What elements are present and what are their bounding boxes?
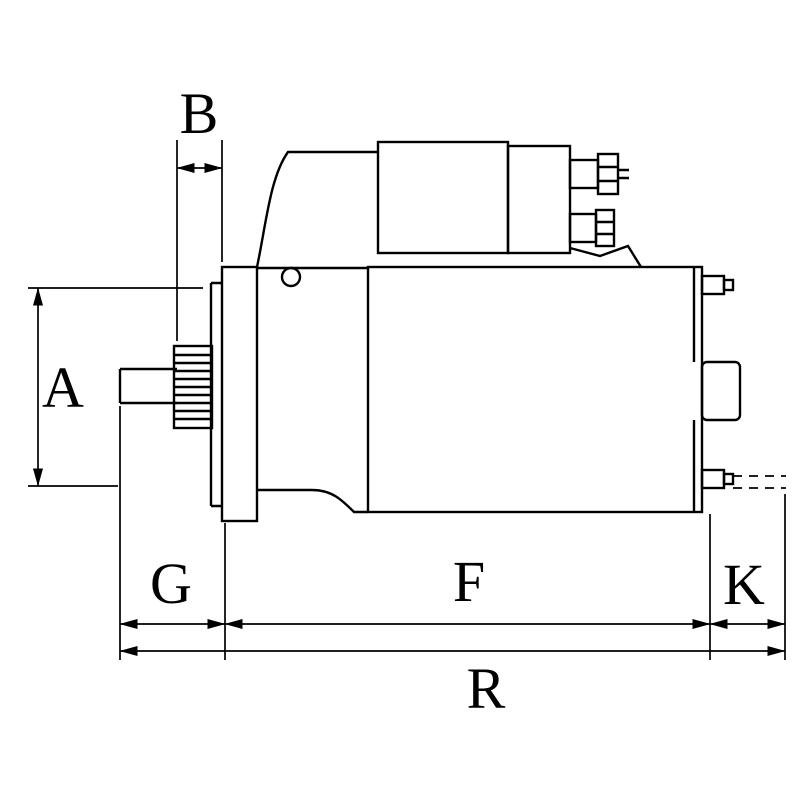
terminal-top [568, 152, 629, 196]
rear-bolt-bottom-head [700, 468, 726, 490]
dimension-label-r: R [467, 656, 506, 721]
dimension-label-f: F [453, 549, 485, 614]
bottom-extension-lines [119, 406, 786, 660]
solenoid-cap [506, 144, 572, 255]
dimension-label-a: A [42, 355, 84, 420]
dimension-label-b: B [180, 81, 219, 146]
dimension-f: F [224, 549, 711, 629]
drive-shaft [118, 367, 177, 405]
dimension-label-k: K [723, 552, 765, 617]
pinion-gear [172, 344, 214, 430]
rear-bolt-top-head [700, 274, 726, 296]
terminal-bottom [568, 208, 616, 248]
solenoid-body [376, 140, 510, 255]
housing-hole [280, 266, 302, 288]
terminal-bottom-nut-lines [596, 220, 614, 236]
dimension-r: R [119, 646, 786, 721]
dimension-b: B [176, 81, 223, 341]
terminal-bottom-nut [594, 208, 616, 248]
dimension-label-g: G [150, 551, 192, 616]
rear-bolt-top-tip [722, 278, 735, 292]
rear-bearing-boss [700, 360, 742, 422]
motor-drawing [118, 140, 786, 523]
pinion-gear-teeth [174, 353, 212, 421]
mounting-flange [220, 265, 259, 523]
drive-housing-top-profile [255, 150, 378, 268]
dimension-annotations: B A G F K [28, 81, 786, 721]
dimension-a-reference-lines [28, 287, 203, 487]
rear-bolt-bottom-tip [722, 472, 735, 486]
drive-housing-bottom-profile [257, 488, 368, 514]
rear-bolt-bottom [700, 468, 735, 490]
dimension-b-extension-lines [176, 140, 223, 341]
solenoid-bracket [569, 244, 643, 268]
dimension-g: G [119, 551, 226, 629]
terminal-bottom-stud [568, 212, 598, 244]
dimension-k: K [709, 552, 786, 629]
hub-plate [209, 281, 222, 508]
rear-bolt-top [700, 274, 735, 296]
dimension-a: A [28, 287, 203, 487]
motor-body [366, 265, 704, 514]
terminal-top-nut [596, 152, 620, 196]
terminal-top-stud [568, 158, 600, 190]
terminal-top-nut-lines [598, 165, 629, 183]
hidden-stud-lines [733, 475, 786, 489]
